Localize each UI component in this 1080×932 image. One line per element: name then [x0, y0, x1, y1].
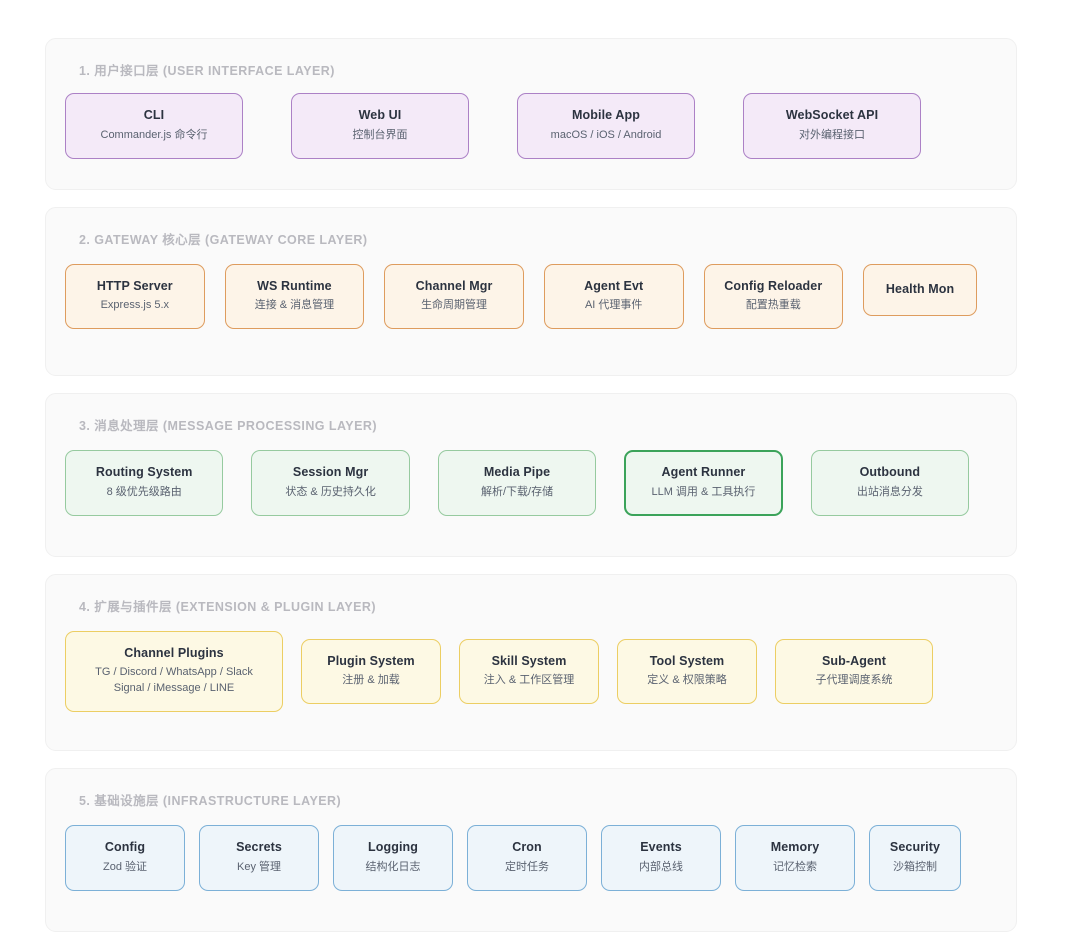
card-row: HTTP Server Express.js 5.x WS Runtime 连接…	[64, 263, 998, 330]
card-subtitle: 生命周期管理	[421, 299, 488, 312]
card-outbound[interactable]: Outbound 出站消息分发	[810, 450, 970, 516]
card-skill-system[interactable]: Skill System 注入 & 工作区管理	[459, 638, 599, 705]
card-mobile-app[interactable]: Mobile App macOS / iOS / Android	[517, 93, 695, 159]
card-web-ui[interactable]: Web UI 控制台界面	[291, 93, 469, 159]
card-title: Channel Plugins	[124, 645, 224, 660]
card-title: Config Reloader	[724, 278, 823, 293]
card-title: Cron	[512, 840, 542, 855]
card-subtitle: 出站消息分发	[856, 485, 923, 498]
card-channel-mgr[interactable]: Channel Mgr 生命周期管理	[384, 263, 524, 330]
card-subtitle: 记忆检索	[773, 860, 817, 873]
card-sub-agent[interactable]: Sub-Agent 子代理调度系统	[775, 638, 933, 705]
card-subtitle: 注入 & 工作区管理	[483, 674, 575, 687]
card-ws-runtime[interactable]: WS Runtime 连接 & 消息管理	[224, 263, 365, 330]
card-events[interactable]: Events 内部总线	[601, 825, 721, 891]
card-title: WebSocket API	[785, 108, 879, 122]
card-title: HTTP Server	[96, 278, 173, 293]
card-tool-system[interactable]: Tool System 定义 & 权限策略	[617, 638, 757, 705]
architecture-diagram: 1. 用户接口层 (USER INTERFACE LAYER) CLI Comm…	[45, 38, 1017, 932]
card-title: CLI	[143, 108, 165, 122]
card-row: Config Zod 验证 Secrets Key 管理 Logging 结构化…	[64, 825, 998, 891]
card-subtitle: 状态 & 历史持久化	[285, 485, 376, 498]
layer-title: 1. 用户接口层 (USER INTERFACE LAYER)	[79, 64, 335, 78]
card-subtitle: Commander.js 命令行	[100, 128, 208, 141]
card-subtitle-line2: Signal / iMessage / LINE	[113, 682, 235, 695]
card-subtitle: 对外编程接口	[799, 128, 865, 141]
card-channel-plugins[interactable]: Channel Plugins TG / Discord / WhatsApp …	[65, 630, 283, 713]
card-subtitle: 结构化日志	[365, 860, 421, 873]
card-subtitle: 8 级优先级路由	[106, 485, 182, 498]
card-title: Routing System	[95, 465, 193, 480]
layer-panel-user-interface: 1. 用户接口层 (USER INTERFACE LAYER) CLI Comm…	[45, 38, 1017, 190]
card-plugin-system[interactable]: Plugin System 注册 & 加载	[301, 638, 441, 705]
card-row: CLI Commander.js 命令行 Web UI 控制台界面 Mobile…	[64, 93, 998, 159]
card-title: Events	[640, 840, 682, 855]
card-title: Outbound	[859, 465, 921, 480]
card-session-mgr[interactable]: Session Mgr 状态 & 历史持久化	[251, 450, 410, 516]
card-config[interactable]: Config Zod 验证	[65, 825, 185, 891]
card-title: Mobile App	[572, 108, 640, 122]
card-row: Channel Plugins TG / Discord / WhatsApp …	[64, 630, 998, 713]
card-subtitle: LLM 调用 & 工具执行	[651, 485, 756, 498]
card-config-reloader[interactable]: Config Reloader 配置热重载	[703, 263, 844, 330]
card-subtitle: TG / Discord / WhatsApp / Slack	[95, 666, 253, 679]
card-agent-evt[interactable]: Agent Evt AI 代理事件	[543, 263, 684, 330]
layer-panel-gateway-core: 2. GATEWAY 核心层 (GATEWAY CORE LAYER) HTTP…	[45, 206, 1017, 377]
card-row: Routing System 8 级优先级路由 Session Mgr 状态 &…	[64, 450, 998, 516]
layer-title: 3. 消息处理层 (MESSAGE PROCESSING LAYER)	[79, 419, 377, 434]
card-title: Skill System	[491, 653, 567, 668]
card-title: Health Mon	[885, 281, 955, 296]
layer-panel-infrastructure: 5. 基础设施层 (INFRASTRUCTURE LAYER) Config Z…	[45, 768, 1017, 932]
card-health-mon[interactable]: Health Mon	[863, 263, 978, 316]
card-http-server[interactable]: HTTP Server Express.js 5.x	[65, 263, 205, 330]
card-title: Session Mgr	[292, 465, 369, 480]
card-subtitle: 连接 & 消息管理	[254, 299, 335, 312]
card-title: Plugin System	[327, 653, 415, 668]
card-title: WS Runtime	[257, 278, 332, 293]
card-title: Web UI	[358, 108, 402, 122]
card-subtitle: 内部总线	[639, 860, 683, 873]
card-memory[interactable]: Memory 记忆检索	[735, 825, 855, 891]
card-subtitle: AI 代理事件	[584, 299, 643, 312]
card-subtitle: macOS / iOS / Android	[550, 128, 662, 141]
card-cli[interactable]: CLI Commander.js 命令行	[65, 93, 243, 159]
layer-title: 5. 基础设施层 (INFRASTRUCTURE LAYER)	[79, 794, 342, 809]
layer-panel-message-processing: 3. 消息处理层 (MESSAGE PROCESSING LAYER) Rout…	[45, 393, 1017, 557]
card-title: Config	[104, 840, 146, 855]
card-title: Channel Mgr	[415, 278, 493, 293]
card-subtitle: Key 管理	[236, 860, 281, 873]
card-media-pipe[interactable]: Media Pipe 解析/下载/存储	[437, 450, 597, 516]
card-title: Media Pipe	[483, 465, 551, 480]
card-title: Agent Runner	[661, 465, 746, 480]
card-subtitle: Zod 验证	[102, 860, 147, 873]
card-subtitle: 定时任务	[505, 860, 549, 873]
card-subtitle: 控制台界面	[352, 128, 408, 141]
card-logging[interactable]: Logging 结构化日志	[333, 825, 453, 891]
card-title: Logging	[368, 840, 418, 855]
card-subtitle: Express.js 5.x	[100, 299, 170, 312]
card-subtitle: 子代理调度系统	[815, 674, 893, 687]
card-title: Security	[889, 840, 941, 855]
card-title: Secrets	[236, 840, 282, 855]
layer-title: 4. 扩展与插件层 (EXTENSION & PLUGIN LAYER)	[79, 599, 377, 614]
card-secrets[interactable]: Secrets Key 管理	[199, 825, 319, 891]
card-title: Sub-Agent	[821, 653, 887, 668]
card-subtitle: 定义 & 权限策略	[647, 674, 727, 687]
card-subtitle: 注册 & 加载	[342, 674, 400, 687]
layer-panel-extension-plugin: 4. 扩展与插件层 (EXTENSION & PLUGIN LAYER) Cha…	[45, 573, 1017, 752]
card-subtitle: 沙箱控制	[893, 860, 937, 873]
card-websocket-api[interactable]: WebSocket API 对外编程接口	[743, 93, 921, 159]
card-title: Memory	[770, 840, 820, 855]
card-routing-system[interactable]: Routing System 8 级优先级路由	[65, 450, 224, 516]
card-security[interactable]: Security 沙箱控制	[869, 825, 961, 891]
layer-title: 2. GATEWAY 核心层 (GATEWAY CORE LAYER)	[79, 232, 368, 247]
card-agent-runner[interactable]: Agent Runner LLM 调用 & 工具执行	[624, 450, 783, 516]
card-cron[interactable]: Cron 定时任务	[467, 825, 587, 891]
card-title: Agent Evt	[584, 278, 644, 293]
card-subtitle: 配置热重载	[745, 299, 801, 312]
card-subtitle: 解析/下载/存储	[480, 485, 554, 498]
card-title: Tool System	[649, 653, 725, 668]
